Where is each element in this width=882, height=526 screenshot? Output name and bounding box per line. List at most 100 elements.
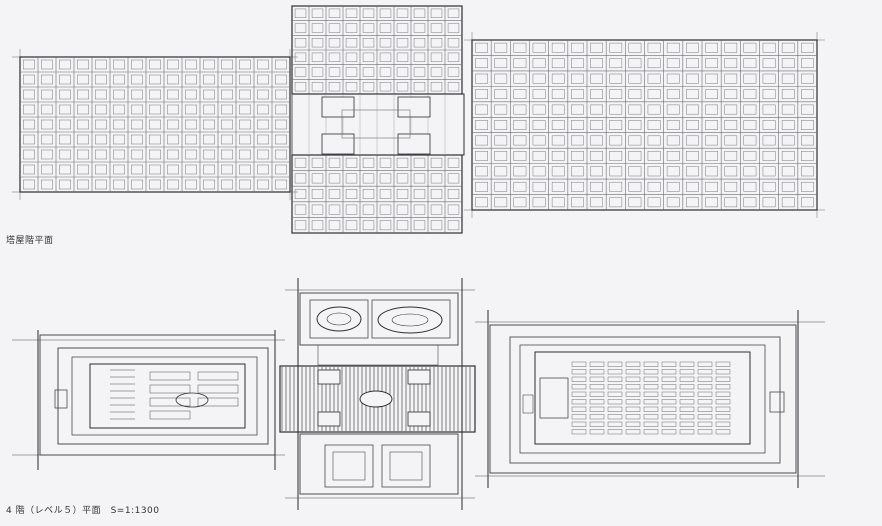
grid-cell [41,89,53,100]
grid-cell [95,89,107,100]
roof-floor-plan [12,5,825,234]
seat [661,369,677,375]
grid-cell [59,179,71,190]
seat [697,414,713,420]
grid-cell [362,189,375,199]
grid-cell [475,151,488,161]
grid-cell [59,59,71,70]
grid-cell [257,134,269,145]
grid-cell [221,164,233,175]
grid-cell [275,89,287,100]
grid-cell [413,204,426,215]
seat [589,361,605,367]
grid-cell [447,52,460,62]
grid-cell [666,181,680,192]
grid-cell [59,74,71,85]
grid-cell [379,67,392,77]
grid-cell [590,151,603,161]
grid-cell [724,42,738,53]
grid-cell [494,166,508,177]
grid-cell [551,166,565,177]
grid-cell [23,134,35,145]
grid-cell [311,8,324,18]
grid-cell [666,73,680,84]
grid-cell [77,134,89,145]
stage-ellipse [175,392,209,408]
grid-cell [430,157,443,168]
grid-cell [311,67,324,77]
right-hall-outer [489,324,797,474]
grid-cell [257,104,269,115]
grid-cell [551,120,565,130]
roof-floor-plan-caption: 塔屋階平面 [6,236,54,246]
seat [697,384,713,390]
seat [697,391,713,397]
grid-cell [532,166,546,177]
grid-cell [345,67,358,77]
right-hall-floor [534,351,751,445]
seat [607,406,623,412]
grid-cell [494,120,508,130]
grid-cell [149,164,161,175]
grid-cell [345,220,358,231]
grid-cell [801,120,814,130]
seat [571,421,587,427]
central-block [279,278,476,510]
seat [625,429,641,435]
right-hall-ring [509,336,781,464]
grid-cell [609,135,623,146]
grid-cell [328,82,341,92]
grid-cell [781,73,795,84]
grid-cell [447,220,460,231]
grid-cell [609,42,623,53]
seat [571,376,587,382]
grid-cell [628,73,642,84]
grid-cell [413,52,426,62]
grid-cell [41,74,53,85]
core-box [407,411,431,427]
grid-cell [294,82,307,92]
seat [643,376,659,382]
seat [607,429,623,435]
grid-cell [379,220,392,231]
seat [589,421,605,427]
grid-cell [494,89,508,99]
grid-cell [41,149,53,160]
right-wing-grid [471,39,818,211]
grid-cell [379,23,392,33]
grid-cell [95,104,107,115]
fourth-floor-plan [12,278,825,510]
grid-cell [328,52,341,62]
grid-cell [494,104,508,115]
grid-cell [571,181,584,192]
grid-cell [551,42,565,53]
auditorium-right-stage [391,313,429,327]
side-door [522,394,534,414]
grid-cell [705,135,718,146]
grid-cell [203,59,215,70]
grid-cell [345,173,358,184]
grid-cell [590,104,603,115]
grid-cell [413,189,426,199]
grid-cell [430,189,443,199]
grid-cell [513,58,527,69]
grid-cell [762,58,776,69]
grid-cell [23,104,35,115]
grid-cell [59,149,71,160]
grid-cell [447,204,460,215]
seat [589,414,605,420]
seat [607,391,623,397]
grid-cell [551,58,565,69]
central-void [291,93,465,156]
seat [607,421,623,427]
seat [625,361,641,367]
seat [661,414,677,420]
grid-cell [413,157,426,168]
seat-block [149,410,191,420]
grid-cell [59,104,71,115]
grid-cell [590,120,603,130]
seat [661,429,677,435]
grid-cell [396,67,409,77]
